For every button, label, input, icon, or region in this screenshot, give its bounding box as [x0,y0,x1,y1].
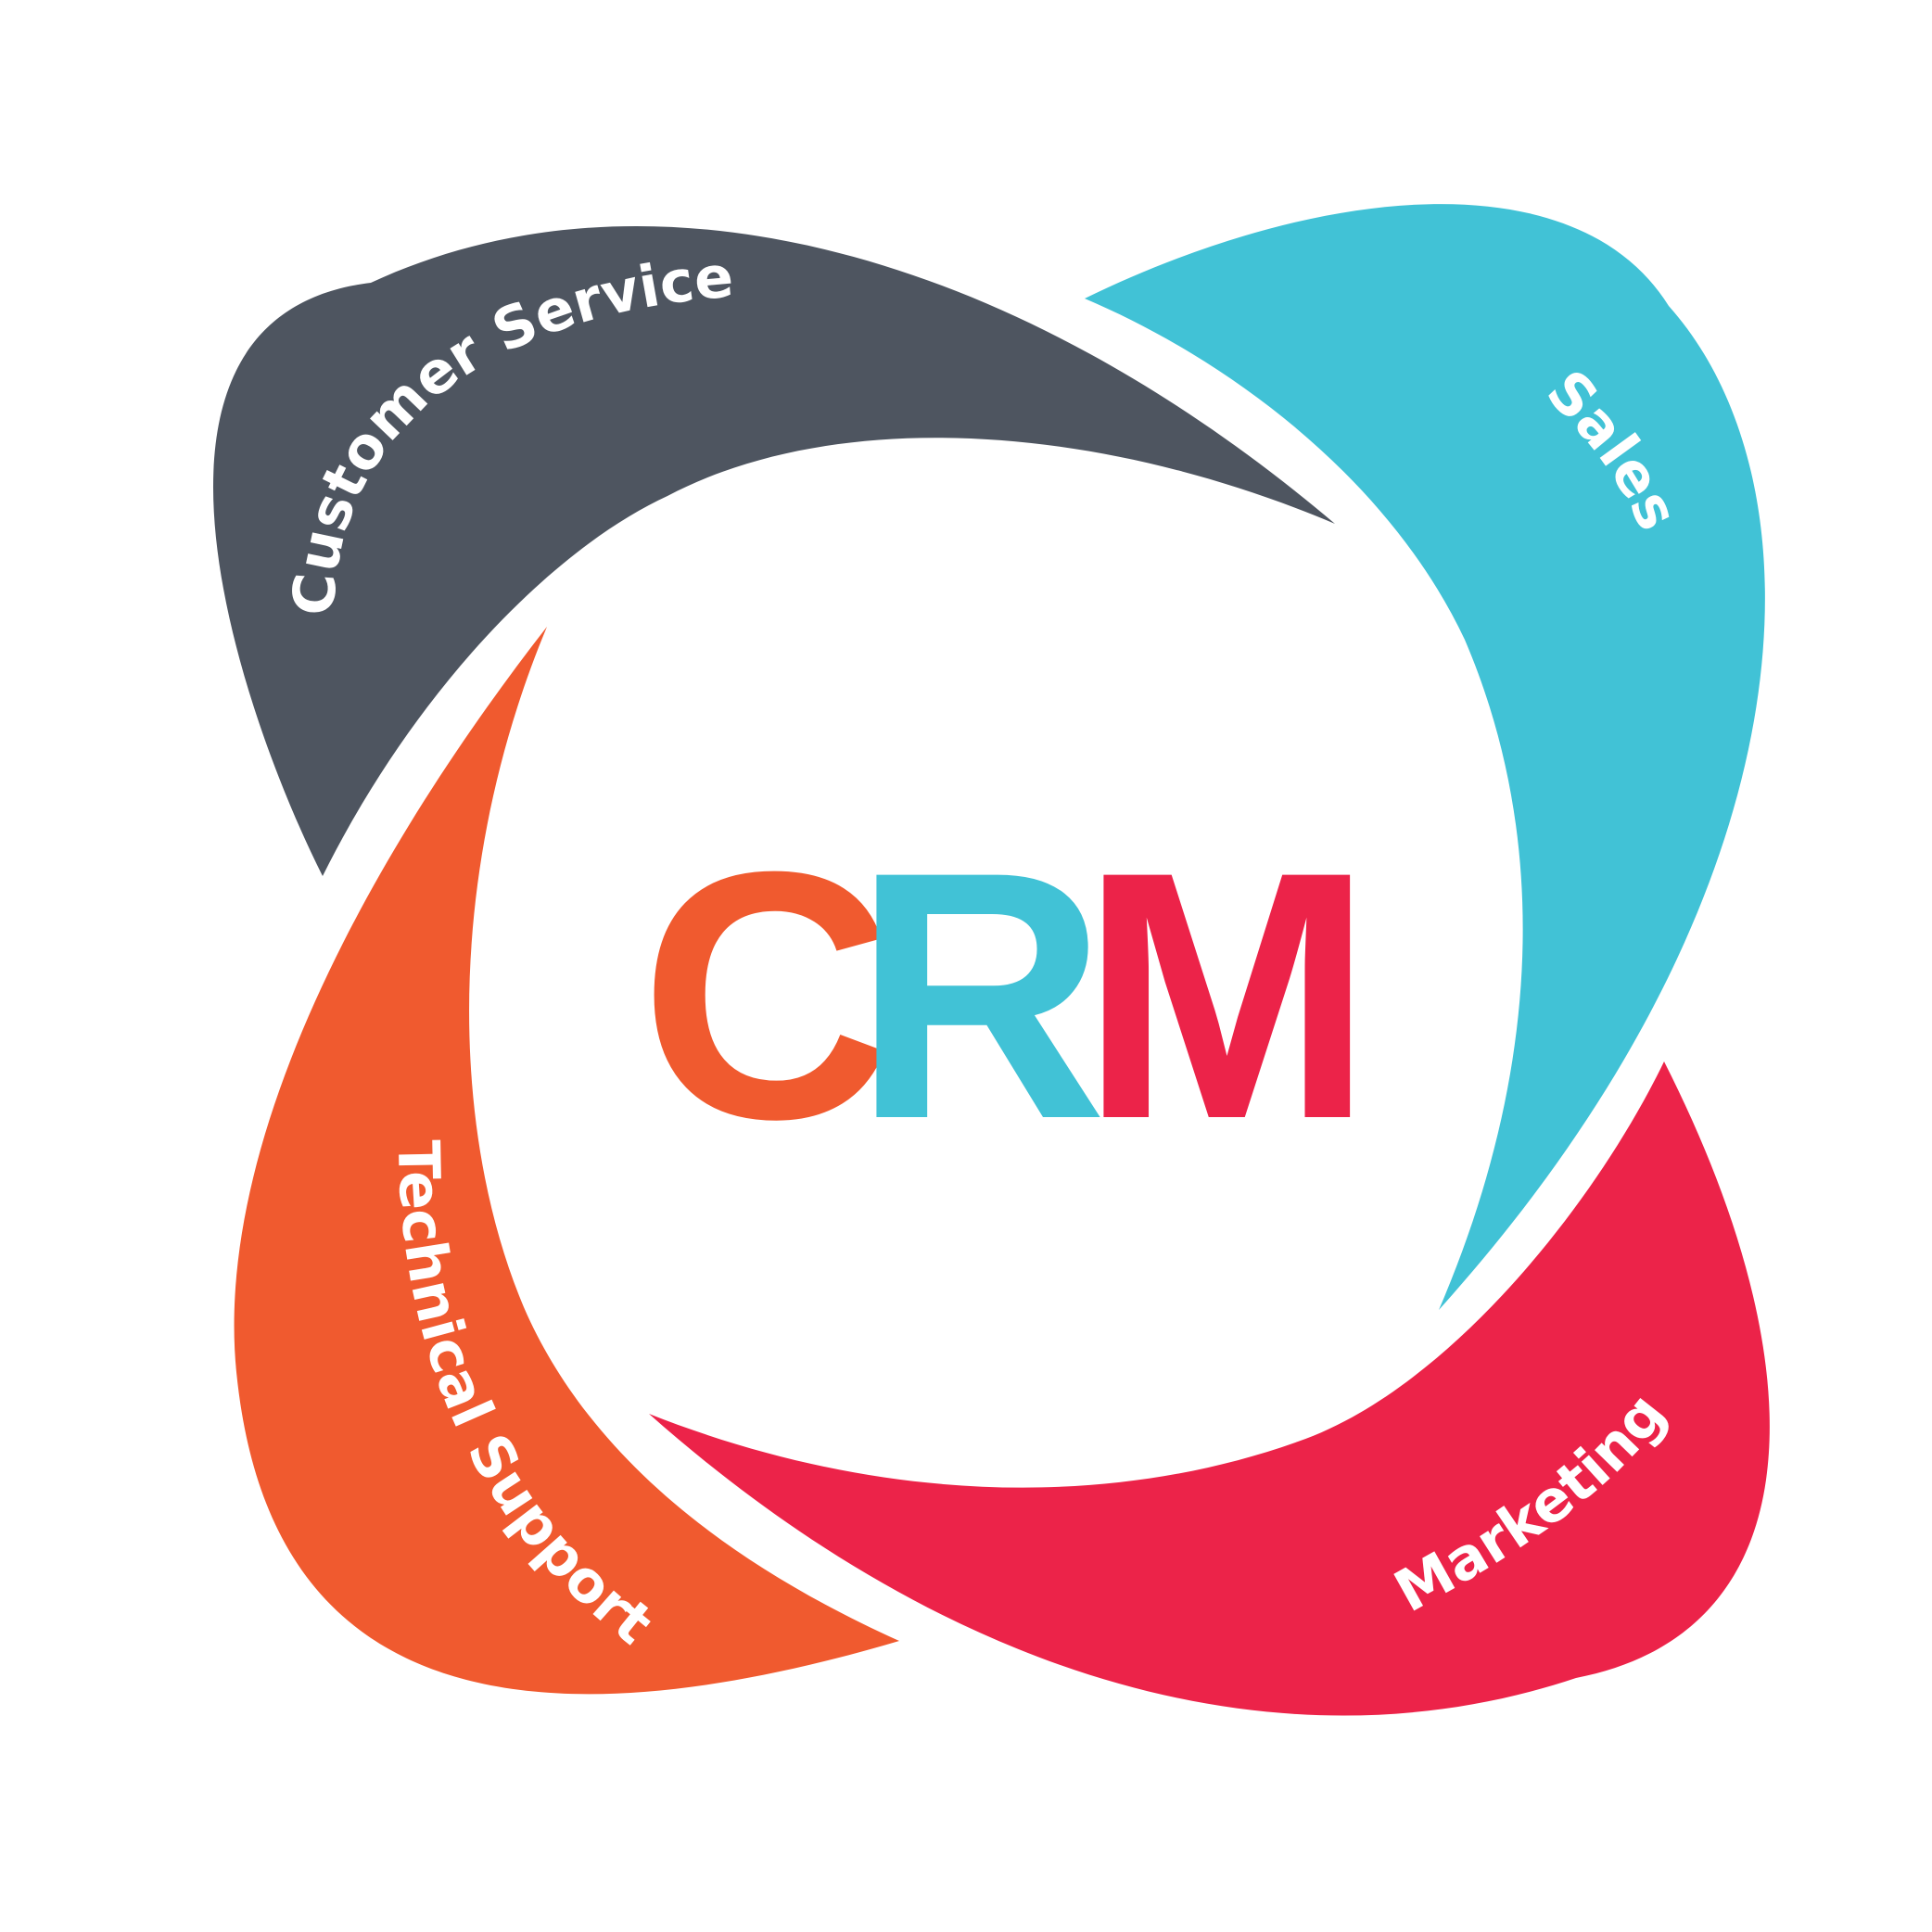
petal-technical-support [234,627,899,1695]
crm-letter-c: C [640,798,894,1192]
petal-marketing [649,1061,1770,1716]
petal-sales [1085,204,1765,1310]
crm-letter-r: R [853,798,1107,1192]
petal-customer-service [212,225,1335,876]
crm-letter-m: M [1080,798,1374,1192]
